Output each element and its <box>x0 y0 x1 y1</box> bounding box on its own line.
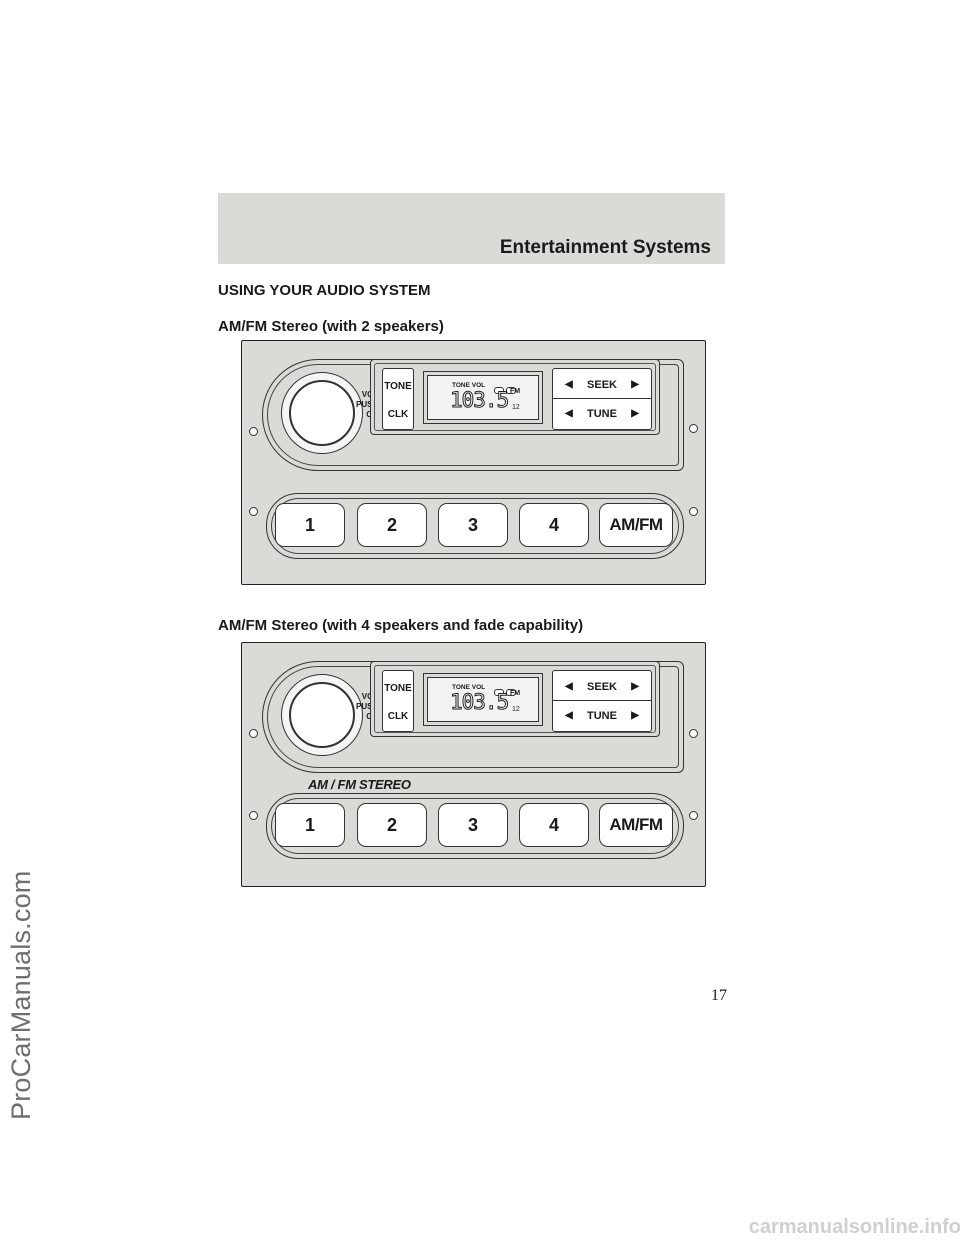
preset-2-button[interactable]: 2 <box>357 503 427 547</box>
preset-4-button[interactable]: 4 <box>519 503 589 547</box>
screw-icon <box>249 811 258 820</box>
triangle-left-icon: ◀ <box>565 379 573 390</box>
lcd-tone-vol: TONE VOL <box>452 382 486 389</box>
am-fm-stereo-label: AM / FM STEREO <box>308 777 411 792</box>
triangle-left-icon: ◀ <box>565 681 573 692</box>
am-fm-button[interactable]: AM/FM <box>599 803 673 847</box>
screw-icon <box>249 729 258 738</box>
lcd-display: TONE VOL 103.5 FM 12 <box>423 371 543 424</box>
footer-watermark: carmanualsonline.info <box>748 1216 960 1238</box>
am-fm-button[interactable]: AM/FM <box>599 503 673 547</box>
preset-3-button[interactable]: 3 <box>438 503 508 547</box>
radio-caption-2-speakers: AM/FM Stereo (with 2 speakers) <box>218 318 444 335</box>
lcd-display: TONE VOL 103.5 FM 12 <box>423 673 543 726</box>
tone-label: TONE <box>384 381 412 392</box>
preset-buttons: 1 2 3 4 AM/FM <box>275 803 675 849</box>
triangle-right-icon: ▶ <box>631 379 639 390</box>
tune-button[interactable]: ◀ TUNE ▶ <box>553 400 651 428</box>
tone-clk-button[interactable]: TONE CLK <box>382 368 414 430</box>
lcd-indicator-icon <box>494 683 518 701</box>
seek-tune-buttons: ◀ SEEK ▶ ◀ TUNE ▶ <box>552 368 652 430</box>
lcd-band: FM <box>510 388 521 395</box>
tune-label: TUNE <box>587 710 617 722</box>
triangle-left-icon: ◀ <box>565 408 573 419</box>
seek-label: SEEK <box>587 379 617 391</box>
triangle-left-icon: ◀ <box>565 710 573 721</box>
page-number: 17 <box>711 987 727 1004</box>
volume-knob[interactable] <box>289 380 355 446</box>
radio-panel-4-speakers: VOL PUSH ON TONE CLK TONE VOL 103.5 FM 1… <box>241 642 706 887</box>
clk-label: CLK <box>387 711 409 722</box>
lcd-frequency: 103.5 <box>449 690 509 715</box>
tune-label: TUNE <box>587 408 617 420</box>
preset-bezel <box>266 493 684 559</box>
triangle-right-icon: ▶ <box>631 408 639 419</box>
preset-bezel <box>266 793 684 859</box>
lcd-band: FM <box>510 690 521 697</box>
screw-icon <box>249 427 258 436</box>
seek-button[interactable]: ◀ SEEK ▶ <box>553 371 651 399</box>
screw-icon <box>689 424 698 433</box>
radio-caption-4-speakers: AM/FM Stereo (with 4 speakers and fade c… <box>218 617 584 634</box>
radio-panel-2-speakers: VOL PUSH ON TONE CLK TONE VOL 103.5 FM 1… <box>241 340 706 585</box>
triangle-right-icon: ▶ <box>631 681 639 692</box>
preset-1-button[interactable]: 1 <box>275 803 345 847</box>
screw-icon <box>689 507 698 516</box>
seek-tune-buttons: ◀ SEEK ▶ ◀ TUNE ▶ <box>552 670 652 732</box>
preset-2-button[interactable]: 2 <box>357 803 427 847</box>
lcd-tone-vol: TONE VOL <box>452 684 486 691</box>
tune-button[interactable]: ◀ TUNE ▶ <box>553 702 651 730</box>
upper-control-bezel: VOL PUSH ON <box>262 359 684 471</box>
header-band: Entertainment Systems <box>218 193 725 264</box>
side-watermark: ProCarManuals.com <box>6 870 36 1121</box>
clk-label: CLK <box>387 409 409 420</box>
section-title: USING YOUR AUDIO SYSTEM <box>218 282 431 299</box>
preset-4-button[interactable]: 4 <box>519 803 589 847</box>
tone-label: TONE <box>384 683 412 694</box>
lcd-preset: 12 <box>512 706 520 713</box>
lcd-indicator-icon <box>494 381 518 399</box>
screw-icon <box>689 811 698 820</box>
header-title: Entertainment Systems <box>499 237 711 258</box>
preset-3-button[interactable]: 3 <box>438 803 508 847</box>
lcd-frequency: 103.5 <box>449 388 509 413</box>
volume-knob[interactable] <box>289 682 355 748</box>
triangle-right-icon: ▶ <box>631 710 639 721</box>
lcd-preset: 12 <box>512 404 520 411</box>
seek-label: SEEK <box>587 681 617 693</box>
seek-button[interactable]: ◀ SEEK ▶ <box>553 673 651 701</box>
preset-buttons: 1 2 3 4 AM/FM <box>275 503 675 549</box>
tone-clk-button[interactable]: TONE CLK <box>382 670 414 732</box>
preset-1-button[interactable]: 1 <box>275 503 345 547</box>
screw-icon <box>689 729 698 738</box>
screw-icon <box>249 507 258 516</box>
